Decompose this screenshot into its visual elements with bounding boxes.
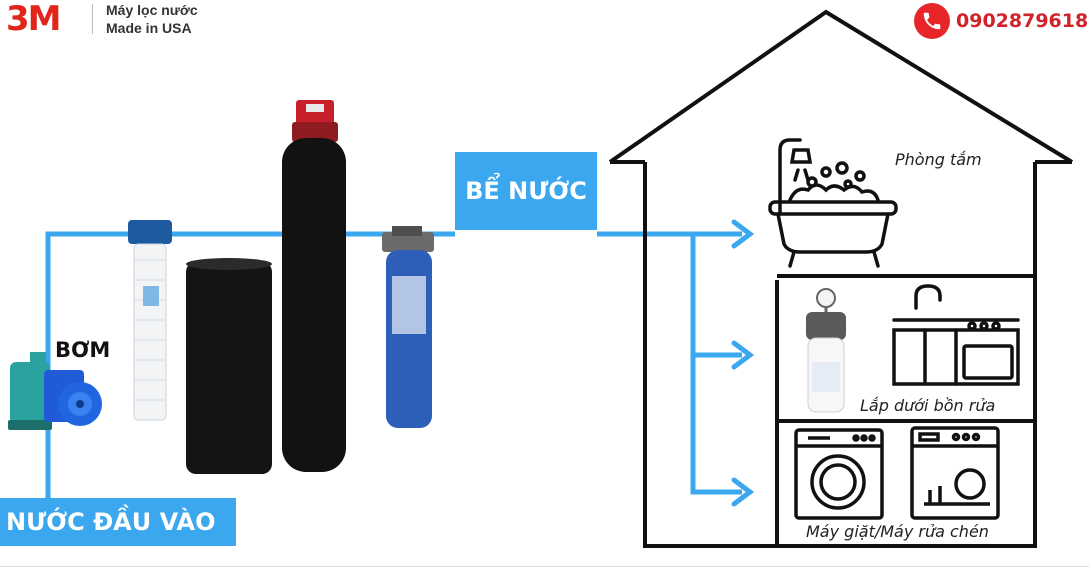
arrow-laundry bbox=[731, 477, 755, 507]
bottom-divider bbox=[0, 566, 1089, 567]
sediment-filter-image bbox=[128, 220, 172, 421]
under-sink-label: Lắp dưới bồn rửa bbox=[860, 396, 996, 415]
bathtub-icon bbox=[768, 138, 898, 268]
contact-phone[interactable]: 0902879618 bbox=[914, 3, 1088, 39]
brand-logo-3m: 3M bbox=[6, 0, 61, 39]
whole-house-filter-image bbox=[382, 226, 434, 428]
house-outline bbox=[608, 9, 1074, 548]
softener-tank-image bbox=[282, 100, 346, 472]
kitchen-sink-icon bbox=[892, 284, 1020, 386]
water-input-label: NƯỚC ĐẦU VÀO bbox=[0, 498, 236, 546]
water-tank-label: BỂ NƯỚC bbox=[455, 152, 597, 230]
pipe-arrows bbox=[731, 219, 755, 507]
phone-number[interactable]: 0902879618 bbox=[956, 10, 1089, 32]
pump-label: BƠM bbox=[55, 338, 111, 362]
bathroom-label: Phòng tắm bbox=[895, 150, 982, 169]
tagline-line1: Máy lọc nước bbox=[106, 2, 198, 18]
brand-tagline: Máy lọc nước Made in USA bbox=[106, 1, 198, 37]
dishwasher-icon bbox=[910, 426, 1000, 520]
arrow-kitchen bbox=[731, 340, 755, 370]
under-sink-filter-image bbox=[806, 288, 846, 413]
pipe-branch bbox=[690, 234, 742, 495]
pump-image bbox=[8, 352, 102, 430]
tagline-line2: Made in USA bbox=[106, 20, 192, 36]
header-divider bbox=[92, 4, 93, 34]
washing-machine-icon bbox=[794, 428, 884, 520]
arrow-bathroom bbox=[731, 219, 755, 249]
brine-tank-image bbox=[186, 258, 272, 474]
phone-icon bbox=[914, 3, 950, 39]
laundry-label: Máy giặt/Máy rửa chén bbox=[806, 522, 989, 541]
